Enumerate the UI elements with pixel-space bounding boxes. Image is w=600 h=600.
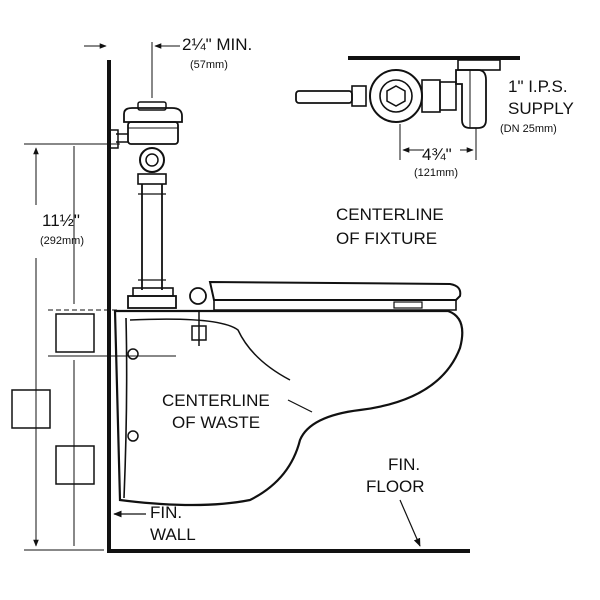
supply-label-line2: SUPPLY bbox=[508, 99, 574, 118]
supply-valve-top-view bbox=[295, 59, 501, 129]
height-mm-label: (292mm) bbox=[40, 235, 84, 247]
supply-label-line3: (DN 25mm) bbox=[500, 123, 557, 135]
callout-box-3 bbox=[55, 445, 95, 485]
min-offset-label: 2¼" MIN. bbox=[182, 35, 252, 54]
centerline-fixture-label: CENTERLINE OF FIXTURE bbox=[336, 205, 444, 248]
toilet-bowl bbox=[113, 309, 464, 507]
callout-box-2 bbox=[11, 389, 51, 429]
supply-offset-mm-label: (121mm) bbox=[414, 167, 458, 179]
centerline-waste-label: CENTERLINE OF WASTE bbox=[162, 391, 313, 432]
min-offset-mm-label: (57mm) bbox=[190, 59, 228, 71]
supply-offset-label: 4¾" bbox=[422, 145, 452, 164]
dimension-min-offset: 2¼" MIN. (57mm) bbox=[84, 35, 252, 98]
finished-floor-label: FIN. FLOOR bbox=[366, 455, 425, 547]
dimension-supply-offset: 4¾" (121mm) bbox=[399, 124, 477, 179]
supply-label: 1" I.P.S. SUPPLY (DN 25mm) bbox=[500, 77, 574, 135]
floor-label-line1: FIN. bbox=[388, 455, 420, 474]
flush-valve bbox=[109, 101, 183, 309]
height-label: 11½" bbox=[42, 211, 80, 230]
floor-label-line2: FLOOR bbox=[366, 477, 425, 496]
toilet-seat bbox=[189, 280, 462, 311]
waste-label-line1: CENTERLINE bbox=[162, 391, 270, 410]
callout-box-1 bbox=[55, 313, 95, 353]
finished-wall-label: FIN. WALL bbox=[113, 503, 196, 544]
fixture-label-line2: OF FIXTURE bbox=[336, 229, 437, 248]
supply-label-line1: 1" I.P.S. bbox=[508, 77, 568, 96]
waste-label-line2: OF WASTE bbox=[172, 413, 260, 432]
wall-label-line2: WALL bbox=[150, 525, 196, 544]
wall-label-line1: FIN. bbox=[150, 503, 182, 522]
fixture-label-line1: CENTERLINE bbox=[336, 205, 444, 224]
dimension-height: 11½" (292mm) bbox=[11, 143, 176, 551]
